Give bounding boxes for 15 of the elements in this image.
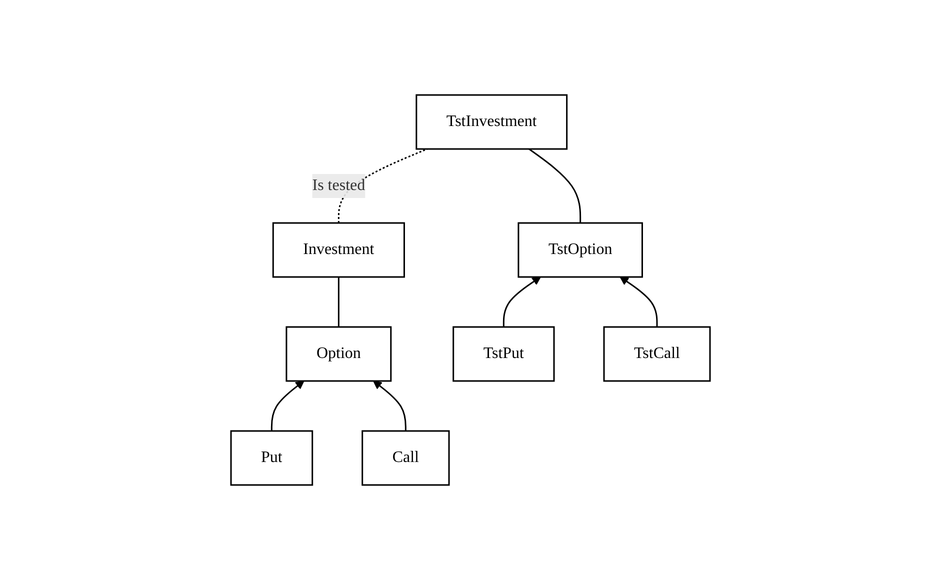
edge-label: Is tested [312,176,366,194]
arrow [270,380,304,431]
connector [528,148,582,223]
arrow [502,276,541,327]
arrow [373,380,406,431]
node-box: TstPut [452,326,555,382]
arrow [620,276,658,327]
node-box: TstOption [518,222,643,278]
node-box: Investment [272,222,405,278]
node-box: TstInvestment [416,94,568,150]
node-box: TstCall [603,326,711,382]
node-box: Put [230,430,314,486]
connector [338,277,340,327]
node-box: Option [286,326,392,382]
node-box: Call [362,430,450,486]
